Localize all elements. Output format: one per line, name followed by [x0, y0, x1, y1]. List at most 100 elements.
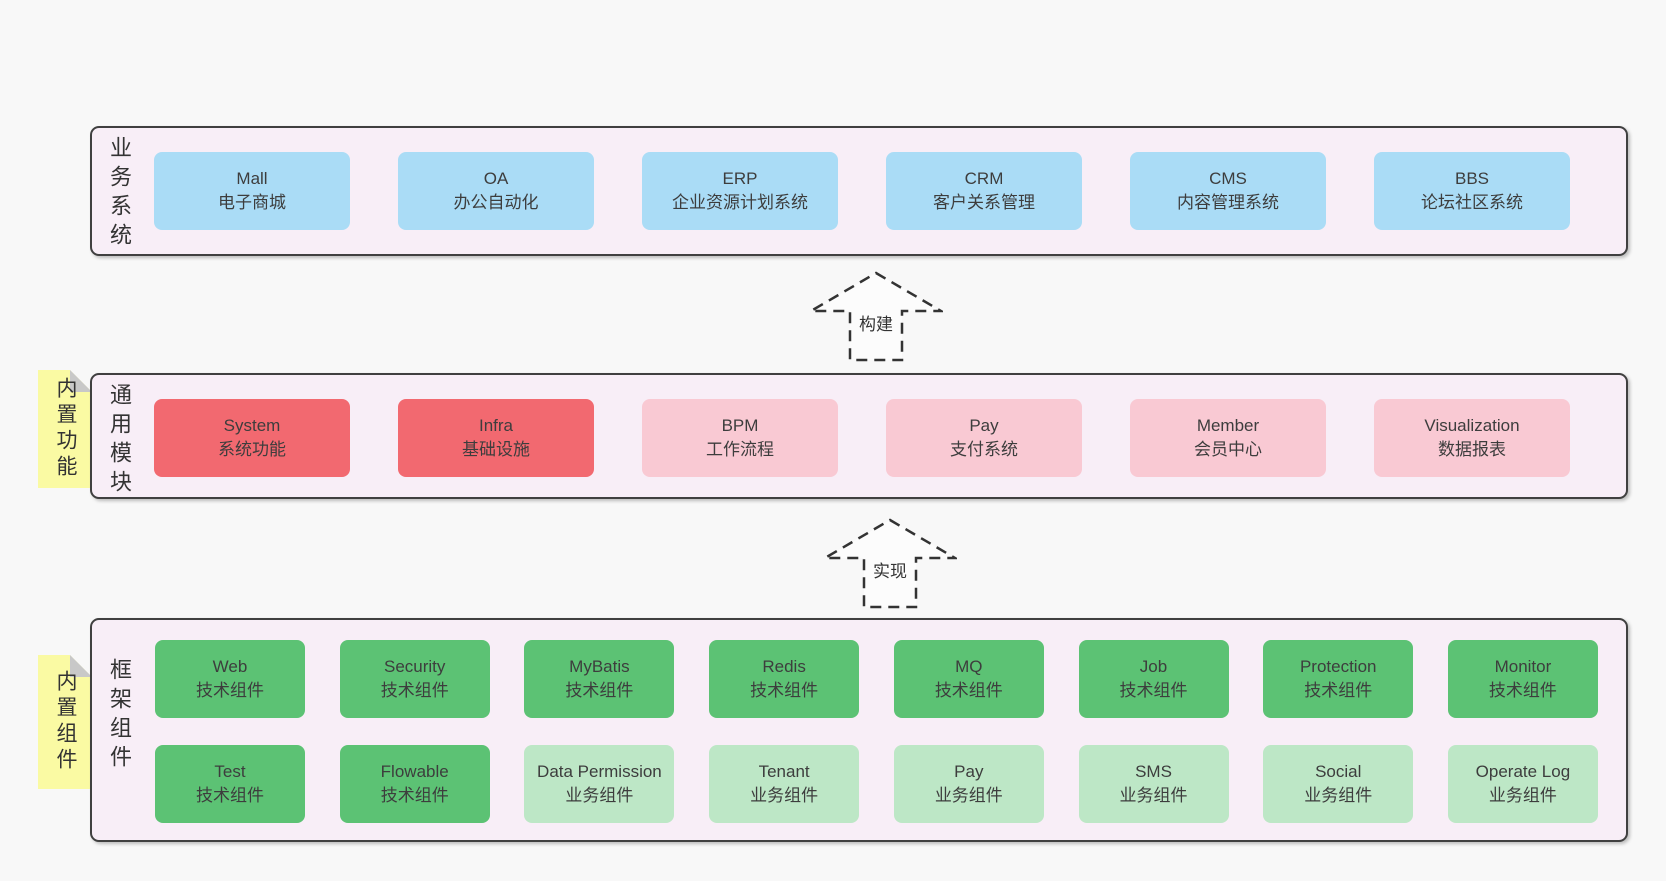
box-subtitle: 电子商城: [218, 193, 286, 212]
box-web: Web 技术组件: [155, 640, 305, 718]
box-subtitle: 内容管理系统: [1177, 193, 1279, 212]
box-title: Monitor: [1494, 657, 1552, 676]
box-title: MQ: [955, 657, 983, 676]
box-social: Social 业务组件: [1263, 745, 1414, 823]
box-title: Operate Log: [1475, 762, 1571, 781]
box-mall: Mall 电子商城: [154, 152, 350, 230]
band-business-systems: 业务系统 Mall 电子商城 OA 办公自动化 ERP 企业资源计划系统 CRM…: [90, 126, 1628, 256]
box-title: Member: [1196, 416, 1260, 435]
box-mybatis: MyBatis 技术组件: [524, 640, 675, 718]
box-title: Infra: [478, 416, 514, 435]
box-subtitle: 技术组件: [934, 681, 1003, 700]
box-redis: Redis 技术组件: [709, 640, 860, 718]
box-subtitle: 业务组件: [1119, 786, 1188, 805]
box-monitor: Monitor 技术组件: [1447, 640, 1598, 718]
box-title: Pay: [969, 416, 999, 435]
box-bbs: BBS 论坛社区系统: [1374, 152, 1570, 230]
box-visualization: Visualization 数据报表: [1374, 399, 1570, 477]
box-title: Social: [1315, 762, 1362, 781]
box-sms: SMS 业务组件: [1078, 745, 1229, 823]
box-subtitle: 技术组件: [380, 681, 449, 700]
box-oa: OA 办公自动化: [398, 152, 594, 230]
box-subtitle: 业务组件: [750, 786, 819, 805]
box-title: Mall: [236, 169, 268, 188]
box-subtitle: 技术组件: [380, 786, 449, 805]
box-flowable: Flowable 技术组件: [339, 745, 490, 823]
arrow-build-label: 构建: [856, 310, 896, 335]
box-protection: Protection 技术组件: [1263, 640, 1414, 718]
note-label: 内置功能: [54, 377, 77, 481]
box-bpm: BPM 工作流程: [642, 399, 838, 477]
box-title: ERP: [722, 169, 758, 188]
box-title: Pay: [954, 762, 984, 781]
box-subtitle: 技术组件: [1119, 681, 1188, 700]
box-subtitle: 业务组件: [565, 786, 634, 805]
arrow-implement: 实现: [823, 518, 957, 610]
box-pay-module: Pay 支付系统: [886, 399, 1082, 477]
box-test: Test 技术组件: [155, 745, 305, 823]
box-subtitle: 系统功能: [218, 440, 286, 459]
box-title: SMS: [1135, 762, 1172, 781]
note-label: 内置组件: [54, 670, 77, 774]
box-subtitle: 技术组件: [565, 681, 634, 700]
box-subtitle: 支付系统: [950, 440, 1018, 459]
box-subtitle: 业务组件: [1304, 786, 1373, 805]
box-title: MyBatis: [569, 657, 630, 676]
box-erp: ERP 企业资源计划系统: [642, 152, 838, 230]
box-title: Visualization: [1424, 416, 1520, 435]
box-title: BBS: [1454, 169, 1490, 188]
box-crm: CRM 客户关系管理: [886, 152, 1082, 230]
band-business-label: 业务系统: [107, 136, 132, 252]
box-subtitle: 技术组件: [196, 786, 264, 805]
box-cms: CMS 内容管理系统: [1130, 152, 1326, 230]
box-system: System 系统功能: [154, 399, 350, 477]
box-title: Data Permission: [537, 762, 662, 781]
box-member: Member 会员中心: [1130, 399, 1326, 477]
band-modules-label: 通用模块: [107, 383, 132, 499]
box-subtitle: 会员中心: [1194, 440, 1262, 459]
note-paper: [38, 655, 92, 789]
box-subtitle: 论坛社区系统: [1421, 193, 1523, 212]
box-subtitle: 办公自动化: [453, 193, 539, 212]
components-box-row-2: Test 技术组件 Flowable 技术组件 Data Permission …: [155, 745, 1598, 823]
box-subtitle: 业务组件: [934, 786, 1003, 805]
sticky-note-built-in-features: 内置功能: [38, 370, 92, 488]
box-title: CRM: [964, 169, 1004, 188]
box-title: Web: [212, 657, 248, 676]
box-subtitle: 企业资源计划系统: [672, 193, 808, 212]
band-framework-components: 框架组件 Web 技术组件 Security 技术组件 MyBatis 技术组件…: [90, 618, 1628, 842]
box-operate-log: Operate Log 业务组件: [1447, 745, 1598, 823]
box-title: Job: [1139, 657, 1168, 676]
box-title: Tenant: [758, 762, 810, 781]
box-security: Security 技术组件: [339, 640, 490, 718]
box-title: Test: [214, 762, 246, 781]
box-title: Redis: [762, 657, 806, 676]
box-title: Flowable: [380, 762, 449, 781]
box-subtitle: 工作流程: [706, 440, 774, 459]
box-job: Job 技术组件: [1078, 640, 1229, 718]
box-title: CMS: [1209, 169, 1247, 188]
box-subtitle: 基础设施: [462, 440, 530, 459]
band-components-label: 框架组件: [107, 658, 132, 774]
components-box-row-1: Web 技术组件 Security 技术组件 MyBatis 技术组件 Redi…: [155, 640, 1598, 718]
arrow-build: 构建: [809, 271, 943, 363]
box-title: System: [223, 416, 281, 435]
box-title: BPM: [721, 416, 759, 435]
box-subtitle: 技术组件: [196, 681, 264, 700]
box-subtitle: 技术组件: [750, 681, 819, 700]
box-subtitle: 技术组件: [1304, 681, 1373, 700]
business-box-row: Mall 电子商城 OA 办公自动化 ERP 企业资源计划系统 CRM 客户关系…: [154, 152, 1570, 230]
modules-box-row: System 系统功能 Infra 基础设施 BPM 工作流程 Pay 支付系统…: [154, 399, 1570, 477]
band-common-modules: 通用模块 System 系统功能 Infra 基础设施 BPM 工作流程 Pay…: [90, 373, 1628, 499]
box-data-permission: Data Permission 业务组件: [524, 745, 675, 823]
box-title: OA: [483, 169, 509, 188]
box-title: Security: [383, 657, 446, 676]
box-subtitle: 客户关系管理: [933, 193, 1035, 212]
sticky-note-built-in-components: 内置组件: [38, 655, 92, 789]
box-infra: Infra 基础设施: [398, 399, 594, 477]
box-title: Protection: [1299, 657, 1377, 676]
box-mq: MQ 技术组件: [893, 640, 1044, 718]
arrow-implement-label: 实现: [870, 557, 910, 582]
box-subtitle: 数据报表: [1438, 440, 1506, 459]
box-subtitle: 技术组件: [1488, 681, 1557, 700]
